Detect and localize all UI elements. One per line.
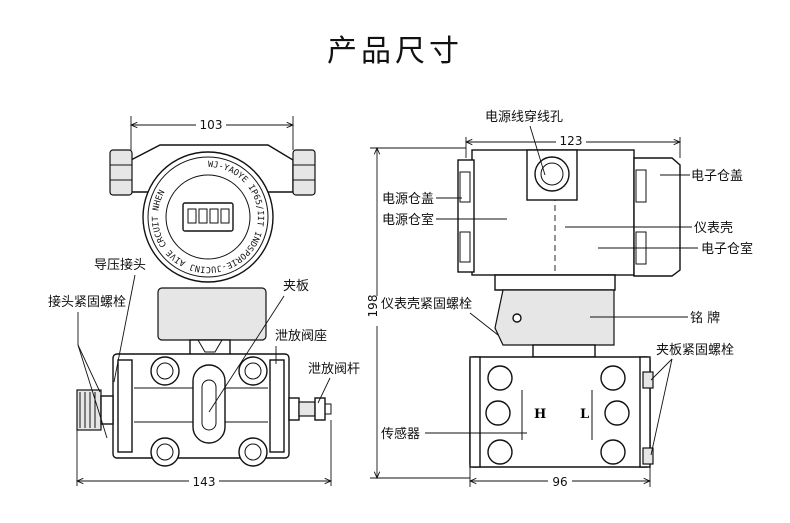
flange-bolt <box>600 439 626 465</box>
label-power-chamber: 电源仓室 <box>382 212 434 228</box>
flange-bolt <box>238 437 268 467</box>
label-vent-seat: 泄放阀座 <box>275 329 327 344</box>
dim-123: 123 <box>560 134 583 148</box>
cable-entry-hole <box>534 156 570 192</box>
dim-198: 198 <box>366 295 380 318</box>
high-port <box>485 400 511 426</box>
clamp-bolt <box>642 447 654 465</box>
dim-96: 96 <box>552 475 567 489</box>
front-view: 103 WJ-YAOYE IP65/IIT INDSPORIE-JUCINJ A… <box>48 116 360 489</box>
label-housing-bolt: 仪表壳紧固螺栓 <box>381 297 472 312</box>
housing-base <box>494 274 616 291</box>
right-end-cap <box>292 149 316 196</box>
port-label-h: H <box>534 407 546 422</box>
label-clamp-bolt: 夹板紧固螺栓 <box>656 343 734 358</box>
side-view: 123 198 <box>366 109 753 489</box>
central-capsule <box>192 364 226 444</box>
port-label-l: L <box>580 407 589 422</box>
flange-bolt <box>238 356 268 386</box>
dim-bottom-width-side: 96 <box>470 467 650 489</box>
nameplate-screw <box>512 313 522 323</box>
dim-bottom-width-front: 143 <box>77 420 331 489</box>
label-housing: 仪表壳 <box>694 221 733 236</box>
vent-seat <box>288 397 300 421</box>
label-electronics-chamber: 电子仓室 <box>701 241 753 257</box>
label-connector-bolt: 接头紧固螺栓 <box>48 294 126 310</box>
dim-height-side: 198 <box>366 148 470 478</box>
neck-joint-side <box>532 344 596 358</box>
right-clamp <box>269 359 285 453</box>
label-pressure-connector: 导压接头 <box>94 257 146 273</box>
flange-bolt <box>487 365 513 391</box>
label-nameplate: 铭 牌 <box>690 310 720 326</box>
flange-bolt <box>150 437 180 467</box>
clamp-bolt <box>642 371 654 389</box>
flange-bolt <box>487 439 513 465</box>
flange-bolt <box>150 356 180 386</box>
left-end-cap <box>109 149 133 196</box>
dim-top-width-front: 103 <box>131 116 293 150</box>
sensor-neck <box>157 287 267 341</box>
vent-stem <box>298 401 316 417</box>
low-port <box>604 400 630 426</box>
lcd-screen <box>182 202 234 232</box>
label-cable-entry: 电源线穿线孔 <box>485 109 563 125</box>
label-sensor: 传感器 <box>381 426 420 442</box>
label-vent-stem: 泄放阀杆 <box>308 362 360 377</box>
page-title: 产品尺寸 <box>327 34 463 69</box>
label-electronics-cover: 电子仓盖 <box>691 169 743 184</box>
dim-143: 143 <box>193 475 216 489</box>
connector-nut <box>100 395 114 425</box>
electronics-cover <box>633 157 681 277</box>
dim-top-width-side: 123 <box>466 133 680 158</box>
label-power-cover: 电源仓盖 <box>382 192 434 207</box>
dim-103: 103 <box>200 118 223 132</box>
label-clamp-plate: 夹板 <box>283 279 309 294</box>
pressure-connector <box>76 389 102 431</box>
left-clamp <box>117 359 133 453</box>
flange-bolt <box>600 365 626 391</box>
